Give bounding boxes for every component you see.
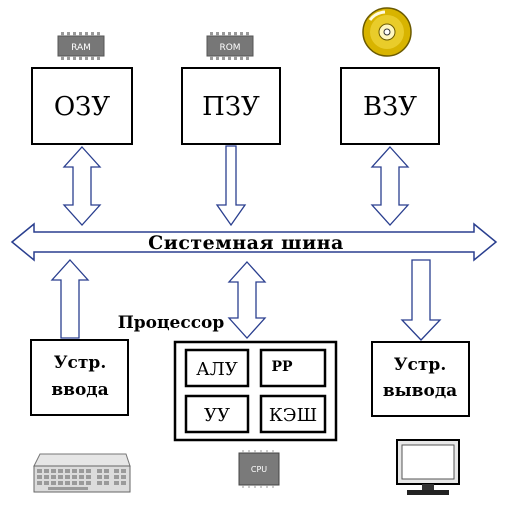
output-device-line2: вывода [383,381,457,401]
uu-label: УУ [204,405,230,426]
system-bus: Системная шина [10,222,498,262]
cache-label: КЭШ [269,405,317,426]
uu-cell: УУ [184,394,250,434]
input-device-line1: Устр. [54,353,107,373]
ram-chip-label: RAM [71,43,91,53]
processor-bus-double-arrow [227,261,267,339]
vzu-label: ВЗУ [363,92,417,122]
vzu-block: ВЗУ [340,67,440,145]
input-bus-arrow [50,259,90,339]
cpu-chip-label: CPU [251,465,267,474]
ozu-block: ОЗУ [31,67,133,145]
keyboard-icon [33,453,131,493]
output-device-block: Устр. вывода [371,341,470,417]
vzu-bus-double-arrow [370,146,410,226]
input-device-block: Устр. ввода [30,339,129,416]
ozu-bus-double-arrow [62,146,102,226]
cache-cell: КЭШ [259,394,327,434]
rp-cell: РР [259,348,327,388]
alu-label: АЛУ [196,359,238,380]
processor-title: Процессор [118,313,225,333]
cpu-chip-icon: CPU [238,450,280,488]
input-device-line2: ввода [51,380,108,400]
cd-disc-icon [362,7,412,57]
rom-chip-icon: ROM [206,32,254,60]
ram-chip-icon: RAM [57,32,105,60]
output-bus-arrow [400,259,442,341]
rp-label: РР [271,359,293,375]
pzu-label: ПЗУ [202,92,260,122]
alu-cell: АЛУ [184,348,250,388]
pzu-block: ПЗУ [181,67,281,145]
processor-block: АЛУ РР УУ КЭШ [173,340,338,442]
pzu-bus-arrow [215,145,247,227]
monitor-icon [396,439,460,495]
output-device-line1: Устр. [394,355,447,375]
system-bus-label: Системная шина [148,232,344,254]
ozu-label: ОЗУ [54,92,111,122]
rom-chip-label: ROM [219,43,240,53]
